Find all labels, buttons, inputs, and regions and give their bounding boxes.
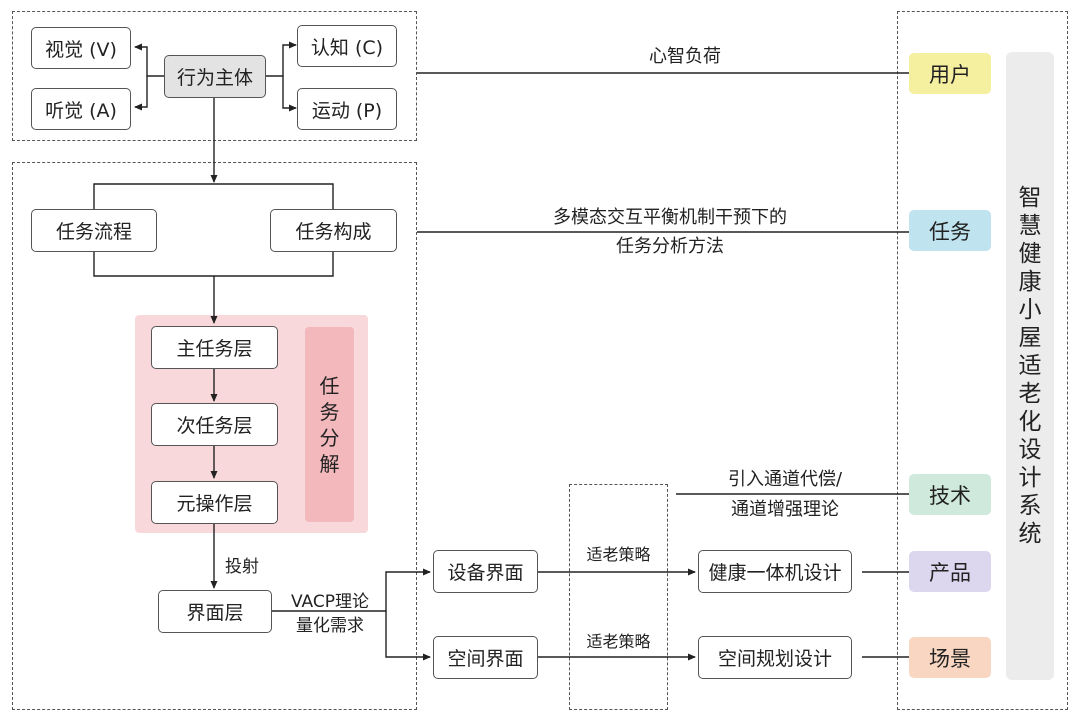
meta-operation-layer-label: 元操作层: [176, 493, 253, 515]
system-title-char: 系: [1018, 493, 1042, 520]
scene-tag: 场景: [909, 637, 991, 678]
task-method-line-1: 多模态交互平衡机制干预下的: [553, 207, 787, 228]
system-title-bar: 智 慧 健 康 小 屋 适 老 化 设 计 系 统: [1006, 52, 1054, 680]
meta-operation-layer-box: 元操作层: [151, 481, 278, 524]
strategy-frame: [569, 484, 668, 710]
user-tag-label: 用户: [929, 62, 971, 87]
cognition-box: 认知 (C): [297, 25, 397, 67]
system-title-char: 适: [1018, 352, 1042, 379]
hearing-box: 听觉 (A): [31, 88, 131, 130]
system-title-char: 化: [1018, 409, 1042, 436]
projection-label: 投射: [225, 557, 259, 577]
decomp-char: 任: [319, 373, 340, 398]
strategy-label-top: 适老策略: [586, 545, 651, 564]
system-title-char: 设: [1018, 437, 1042, 464]
user-tag: 用户: [909, 53, 991, 94]
mental-load-label: 心智负荷: [649, 46, 721, 67]
product-design-box: 健康一体机设计: [698, 550, 852, 593]
system-frame: [897, 11, 1068, 710]
system-title-char: 屋: [1018, 324, 1042, 351]
space-interface-box: 空间界面: [433, 636, 538, 679]
decomp-char: 解: [319, 451, 340, 476]
vacp-line-2: 量化需求: [296, 616, 364, 636]
task-method-line-2: 任务分析方法: [616, 236, 724, 257]
tech-line-2: 通道增强理论: [731, 499, 839, 520]
vision-box: 视觉 (V): [31, 27, 131, 69]
decomp-char: 务: [319, 399, 340, 424]
task-tag-label: 任务: [929, 219, 971, 244]
cognition-label: 认知 (C): [310, 36, 384, 59]
vacp-label: VACP理论 量化需求: [282, 590, 378, 638]
motion-label: 运动 (P): [311, 99, 383, 122]
task-composition-label: 任务构成: [295, 221, 372, 243]
tech-label: 引入通道代偿/ 通道增强理论: [690, 465, 880, 525]
product-tag-label: 产品: [929, 560, 971, 585]
task-flow-label: 任务流程: [55, 221, 132, 243]
interface-layer-box: 界面层: [158, 590, 272, 633]
task-composition-box: 任务构成: [270, 209, 397, 252]
strategy-label-bottom: 适老策略: [586, 632, 651, 651]
system-title-char: 智: [1018, 184, 1042, 211]
actor-box: 行为主体: [164, 55, 266, 98]
actor-label: 行为主体: [176, 67, 253, 89]
main-task-layer-label: 主任务层: [176, 338, 253, 360]
tech-tag: 技术: [909, 474, 991, 515]
system-title-char: 统: [1018, 521, 1042, 548]
vision-label: 视觉 (V): [45, 38, 117, 61]
main-task-layer-box: 主任务层: [151, 326, 278, 369]
system-title-char: 康: [1018, 268, 1042, 295]
vacp-line-1: VACP理论: [291, 592, 369, 612]
tech-line-1: 引入通道代偿/: [727, 469, 843, 490]
space-interface-label: 空间界面: [447, 648, 524, 670]
system-title-char: 慧: [1018, 212, 1042, 239]
device-interface-label: 设备界面: [447, 562, 524, 584]
decomp-char: 分: [319, 425, 340, 450]
task-tag: 任务: [909, 210, 991, 251]
space-design-label: 空间规划设计: [717, 648, 832, 670]
tech-tag-label: 技术: [929, 483, 971, 508]
task-decomposition-label: 任 务 分 解: [305, 327, 354, 522]
system-title-char: 老: [1018, 381, 1042, 408]
sub-task-layer-label: 次任务层: [176, 415, 253, 437]
hearing-label: 听觉 (A): [45, 99, 117, 122]
scene-tag-label: 场景: [929, 646, 971, 671]
task-method-label: 多模态交互平衡机制干预下的 任务分析方法: [520, 203, 820, 261]
product-tag: 产品: [909, 551, 991, 592]
system-title-char: 健: [1018, 240, 1042, 267]
motion-box: 运动 (P): [297, 88, 397, 130]
system-title-char: 计: [1018, 465, 1042, 492]
task-flow-box: 任务流程: [31, 209, 157, 252]
system-title-char: 小: [1018, 296, 1042, 323]
interface-layer-label: 界面层: [186, 602, 244, 624]
device-interface-box: 设备界面: [433, 550, 538, 593]
product-design-label: 健康一体机设计: [708, 562, 842, 584]
sub-task-layer-box: 次任务层: [151, 403, 278, 446]
space-design-box: 空间规划设计: [698, 636, 852, 679]
